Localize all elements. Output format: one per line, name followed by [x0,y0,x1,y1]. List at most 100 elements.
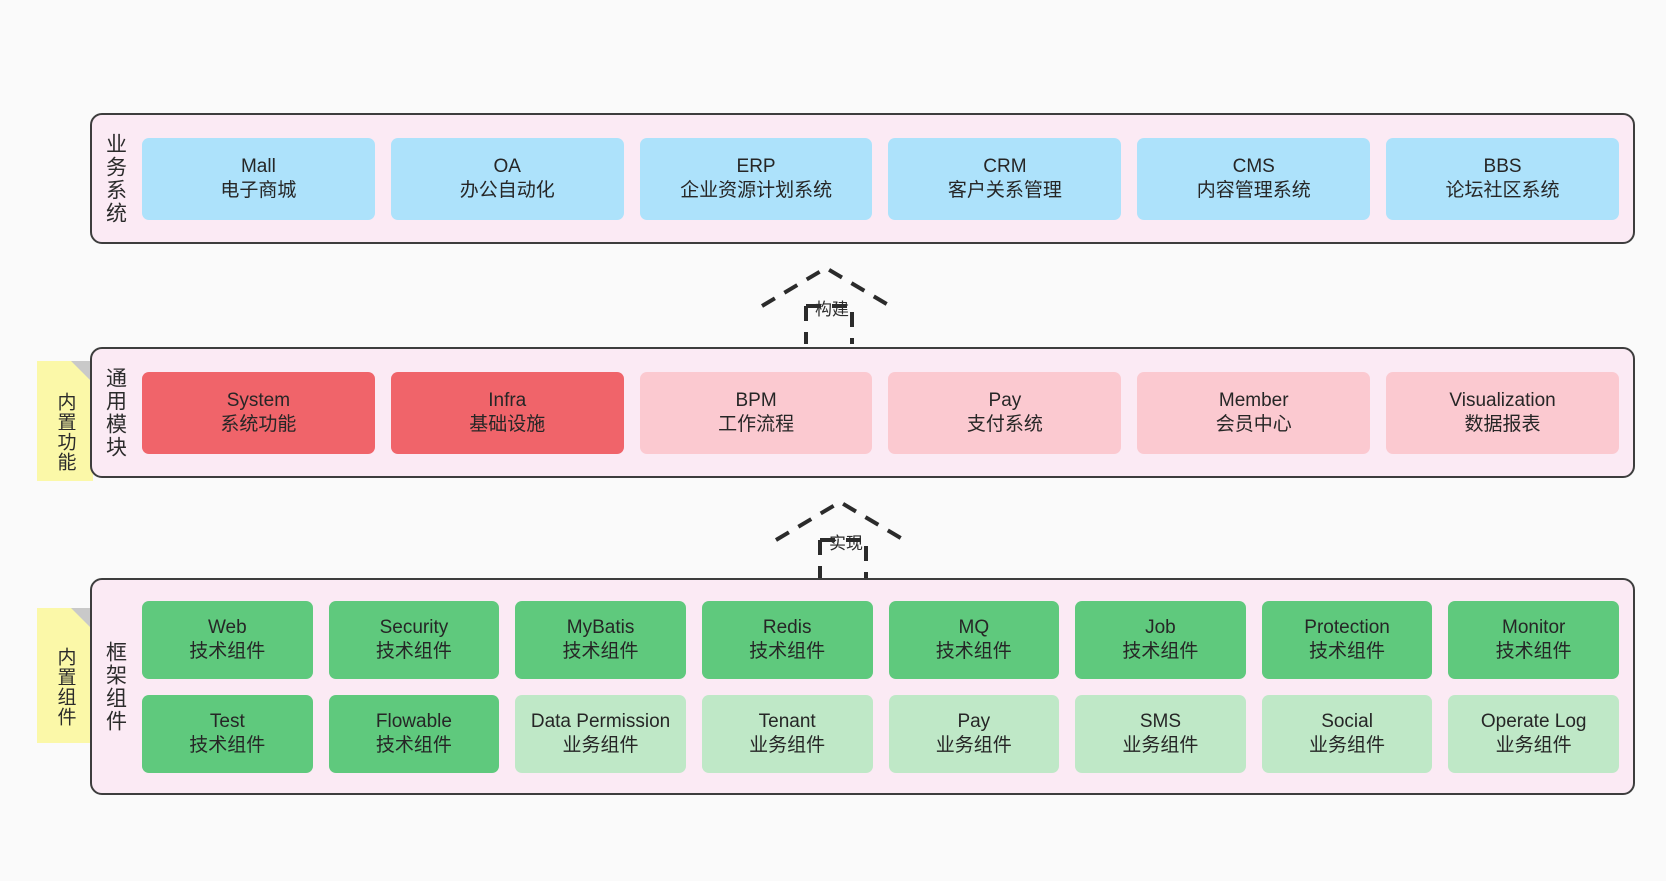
node-subtitle: 业务组件 [1309,734,1386,756]
layer-caption-framework-component: 框架组件 [103,640,127,733]
node-bbs[interactable]: BBS 论坛社区系统 [1386,137,1619,220]
connector-implement: 实现 [770,496,920,578]
layer-caption-common-module: 通用模块 [103,366,127,459]
layer-body-framework-component: Web 技术组件 Security 技术组件 MyBatis 技术组件 Redi… [138,580,1633,793]
node-system[interactable]: System 系统功能 [142,371,375,454]
node-crm[interactable]: CRM 客户关系管理 [888,137,1122,220]
node-subtitle: 客户关系管理 [947,179,1062,201]
node-subtitle: 业务组件 [1122,734,1199,756]
node-subtitle: 技术组件 [562,640,639,662]
node-title: SMS [1139,711,1182,733]
node-title: System [226,390,291,412]
node-row: Web 技术组件 Security 技术组件 MyBatis 技术组件 Redi… [142,600,1619,679]
node-title: ERP [736,156,776,178]
node-title: Monitor [1502,617,1566,639]
node-visualization[interactable]: Visualization 数据报表 [1386,371,1619,454]
node-cms[interactable]: CMS 内容管理系统 [1137,137,1371,220]
node-title: BBS [1483,156,1522,178]
node-subtitle: 技术组件 [189,640,266,662]
node-subtitle: 会员中心 [1215,413,1292,435]
node-title: Visualization [1449,390,1556,412]
node-title: Test [209,711,245,733]
layer-business-system: 业务系统 Mall 电子商城 OA 办公自动化 ERP 企业资源计划系统 CRM… [90,113,1635,244]
sticky-note-label: 内置功能 [54,392,76,472]
node-subtitle: 系统功能 [220,413,297,435]
node-row: Test 技术组件 Flowable 技术组件 Data Permission … [142,694,1619,773]
connector-label-build: 构建 [815,300,849,319]
node-title: Member [1218,390,1289,412]
node-social[interactable]: Social 业务组件 [1261,694,1433,773]
node-infra[interactable]: Infra 基础设施 [390,371,624,454]
node-subtitle: 技术组件 [375,640,452,662]
layer-body-common-module: System 系统功能 Infra 基础设施 BPM 工作流程 Pay 支付系统… [138,349,1633,476]
node-security[interactable]: Security 技术组件 [328,600,500,679]
node-subtitle: 基础设施 [469,413,546,435]
node-title: BPM [735,390,777,412]
node-subtitle: 支付系统 [966,413,1043,435]
node-redis[interactable]: Redis 技术组件 [701,600,873,679]
node-test[interactable]: Test 技术组件 [142,694,313,773]
node-pay-component[interactable]: Pay 业务组件 [888,694,1060,773]
node-title: MQ [958,617,990,639]
node-sms[interactable]: SMS 业务组件 [1075,694,1246,773]
layer-common-module: 通用模块 System 系统功能 Infra 基础设施 BPM 工作流程 Pay… [90,347,1635,478]
node-data-permission[interactable]: Data Permission 业务组件 [515,694,686,773]
node-subtitle: 技术组件 [375,734,452,756]
node-flowable[interactable]: Flowable 技术组件 [328,694,500,773]
node-title: Operate Log [1480,711,1587,733]
node-row: Mall 电子商城 OA 办公自动化 ERP 企业资源计划系统 CRM 客户关系… [142,137,1619,220]
node-mq[interactable]: MQ 技术组件 [888,600,1060,679]
node-subtitle: 业务组件 [562,734,639,756]
node-monitor[interactable]: Monitor 技术组件 [1448,600,1619,679]
node-tenant[interactable]: Tenant 业务组件 [701,694,873,773]
connector-build: 构建 [756,262,906,344]
node-subtitle: 企业资源计划系统 [680,179,833,201]
node-operate-log[interactable]: Operate Log 业务组件 [1448,694,1619,773]
node-bpm[interactable]: BPM 工作流程 [639,371,873,454]
node-subtitle: 论坛社区系统 [1445,179,1560,201]
node-title: Social [1321,711,1373,733]
node-subtitle: 内容管理系统 [1196,179,1311,201]
node-title: Pay [988,390,1022,412]
node-title: Data Permission [530,711,671,733]
node-title: Job [1145,617,1176,639]
sticky-note-builtin-component: 内置组件 [37,608,93,743]
node-subtitle: 数据报表 [1464,413,1541,435]
node-subtitle: 业务组件 [1495,734,1572,756]
node-title: Infra [488,390,527,412]
node-title: OA [493,156,521,178]
node-title: MyBatis [566,617,635,639]
layer-framework-component: 框架组件 Web 技术组件 Security 技术组件 MyBatis 技术组件… [90,578,1635,795]
node-title: Tenant [758,711,816,733]
node-job[interactable]: Job 技术组件 [1075,600,1246,679]
node-oa[interactable]: OA 办公自动化 [390,137,624,220]
node-subtitle: 工作流程 [718,413,795,435]
node-subtitle: 技术组件 [935,640,1012,662]
node-subtitle: 办公自动化 [459,179,555,201]
layer-body-business-system: Mall 电子商城 OA 办公自动化 ERP 企业资源计划系统 CRM 客户关系… [138,115,1633,242]
node-title: Pay [957,711,991,733]
node-row: System 系统功能 Infra 基础设施 BPM 工作流程 Pay 支付系统… [142,371,1619,454]
node-subtitle: 技术组件 [749,640,826,662]
node-title: Protection [1304,617,1390,639]
node-subtitle: 技术组件 [189,734,266,756]
layer-caption-business-system: 业务系统 [103,132,127,225]
node-erp[interactable]: ERP 企业资源计划系统 [639,137,873,220]
node-subtitle: 业务组件 [935,734,1012,756]
node-mall[interactable]: Mall 电子商城 [142,137,375,220]
node-title: Web [207,617,247,639]
realization-shaft [818,538,868,578]
realization-shaft [804,304,854,344]
node-subtitle: 技术组件 [1495,640,1572,662]
node-subtitle: 电子商城 [220,179,297,201]
node-subtitle: 技术组件 [1122,640,1199,662]
node-pay[interactable]: Pay 支付系统 [888,371,1122,454]
node-web[interactable]: Web 技术组件 [142,600,313,679]
node-title: Flowable [375,711,452,733]
node-protection[interactable]: Protection 技术组件 [1261,600,1433,679]
node-member[interactable]: Member 会员中心 [1137,371,1371,454]
node-title: Redis [762,617,812,639]
node-mybatis[interactable]: MyBatis 技术组件 [515,600,686,679]
node-title: CRM [983,156,1027,178]
